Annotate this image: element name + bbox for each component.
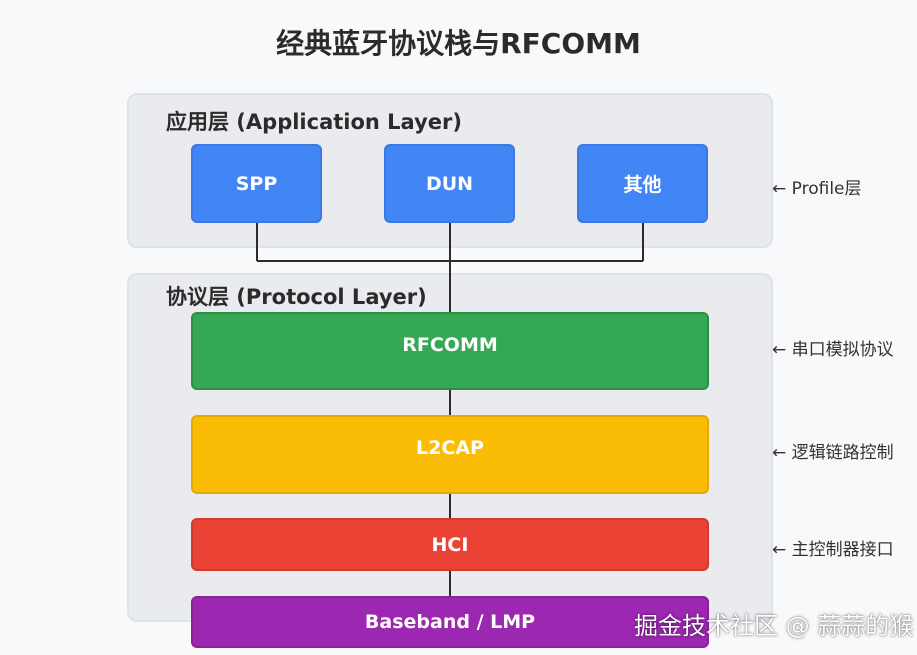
spp-box: SPP xyxy=(191,144,322,223)
rfcomm-note: ← 串口模拟协议 xyxy=(772,340,894,360)
l2cap-box: L2CAP xyxy=(191,415,709,494)
profile-layer-note: ← Profile层 xyxy=(772,179,862,199)
rfcomm-box: RFCOMM xyxy=(191,312,709,390)
other-profile-label: 其他 xyxy=(623,174,662,196)
other-profile-box: 其他 xyxy=(577,144,708,223)
watermark-text: 掘金技术社区 @ 蒜蒜的猴 xyxy=(634,612,914,640)
dun-label: DUN xyxy=(425,172,474,195)
l2cap-note: ← 逻辑链路控制 xyxy=(772,443,894,463)
baseband-lmp-box: Baseband / LMP xyxy=(191,596,709,648)
diagram-title: 经典蓝牙协议栈与RFCOMM xyxy=(276,27,641,60)
dun-box: DUN xyxy=(384,144,515,223)
hci-label: HCI xyxy=(431,533,469,556)
rfcomm-label: RFCOMM xyxy=(402,334,498,356)
hci-box: HCI xyxy=(191,518,709,571)
application-layer-label: 应用层 (Application Layer) xyxy=(166,110,462,134)
protocol-layer-label: 协议层 (Protocol Layer) xyxy=(166,285,427,309)
baseband-lmp-label: Baseband / LMP xyxy=(364,611,536,633)
hci-note: ← 主控制器接口 xyxy=(772,540,894,560)
l2cap-label: L2CAP xyxy=(416,437,484,459)
spp-label: SPP xyxy=(235,172,278,195)
